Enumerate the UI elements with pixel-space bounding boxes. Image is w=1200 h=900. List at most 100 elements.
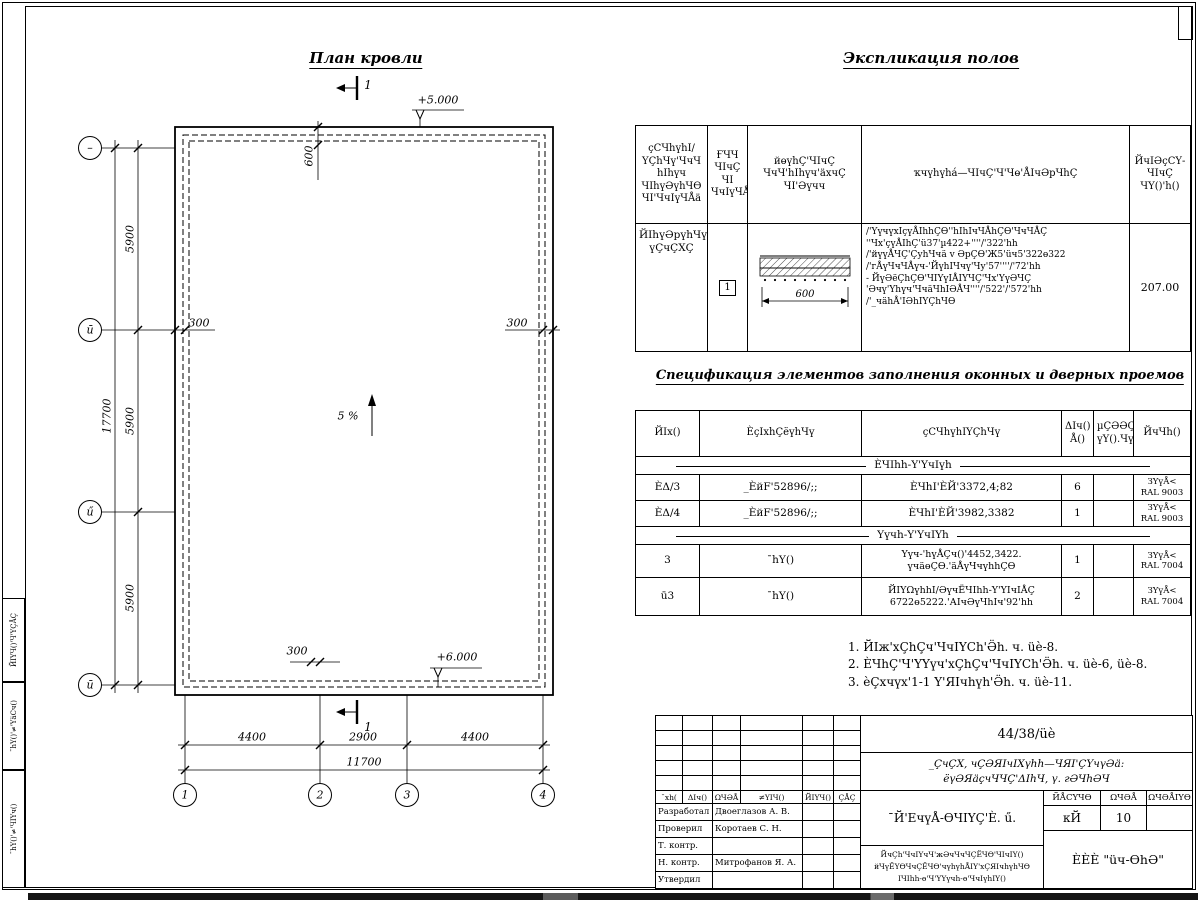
margin-box-1: ЙІҮЧ()'Ч'ҮÇÅÇ [2, 598, 25, 682]
tb-col-data: ÇÅÇ [834, 791, 860, 804]
title-block-header-row: ¯xh( ΔІч() ΩЧӘÅ ≠ҮІЧ() ЙІҮЧ() ÇÅÇ [656, 791, 860, 804]
stage-label: ЙÅСҮЧӨ [1044, 791, 1101, 806]
tb-col-podp: ЙІҮЧ() [803, 791, 834, 804]
role-label: Н. контр. [656, 855, 713, 872]
tb-col-koluch: ΔІч() [683, 791, 713, 804]
spec-mass [1093, 500, 1134, 527]
dim-bottom-1: 4400 [238, 730, 266, 744]
section-top-label: 1 [364, 78, 372, 92]
role-name: Митрофанов Я. А. [713, 855, 803, 872]
spec-mass [1093, 577, 1134, 616]
sheet-name: ¯Й'ЕчүÅ-ӨЧІҮÇ'Ѐ. ű. [861, 791, 1043, 846]
dim-left-total: 17700 [100, 398, 114, 434]
floor-type-box: 1 [719, 279, 736, 296]
dim-left-2: 5900 [123, 407, 137, 435]
role-row: Проверил Коротаев С. Н. [656, 821, 860, 838]
role-label: Т. контр. [656, 838, 713, 855]
role-row: Утвердил [656, 872, 860, 888]
tb-col-izm: ¯xh( [656, 791, 683, 804]
axis-left-2: ū [86, 323, 94, 337]
plan-title: План кровли [309, 49, 423, 69]
note-2: 2. ЀЧһÇ'Ч'ҮҮүч'хÇһÇч'ЧчІҮСһ'Ӛһ. ч. üè-6,… [848, 657, 1148, 672]
axis-left-4: ū [86, 678, 94, 692]
spec-designation: _ЀйF'52896/;; [699, 500, 862, 527]
expl-schema-cell: 600 [747, 223, 862, 352]
company-name: ЀЀЀ "üч-ӨһӘ" [1072, 852, 1164, 867]
spec-name: ЀЧһІ'ЀЙ'3372,4;82 [861, 474, 1062, 501]
role-name [713, 838, 803, 855]
role-signature [803, 804, 834, 821]
spec-header-pos: ЙІх() [635, 410, 700, 457]
dim-bottom-total: 11700 [346, 755, 382, 769]
role-row: Т. контр. [656, 838, 860, 855]
roof-outline [174, 126, 554, 696]
expl-floor-type-cell: 1 [707, 223, 748, 352]
spec-section-row-1: ЀЧІһһ-Ү'ҮчІүһ [635, 456, 1191, 475]
role-signature [803, 821, 834, 838]
spec-designation: ¯һY() [699, 577, 862, 616]
spec-qty: 2 [1061, 577, 1094, 616]
spec-mass [1093, 544, 1134, 578]
spec-name: ЙІҮΩүһһІ/ӘүчЁЧІһһ-Ү'ҮІчІÅÇ 6722ө5222.'АІ… [861, 577, 1062, 616]
title-block: ¯xh( ΔІч() ΩЧӘÅ ≠ҮІЧ() ЙІҮЧ() ÇÅÇ Разраб… [655, 715, 1193, 889]
spec-pos: ЀΔ/3 [635, 474, 700, 501]
slope-arrow [368, 394, 376, 436]
corner-box [1178, 6, 1193, 40]
axis-left-3: ű [86, 505, 94, 519]
notes: 1. ЙІж'хÇһÇч'ЧчІҮСһ'Ӛһ. ч. üè-8. 2. ЀЧһÇ… [848, 640, 1147, 692]
expl-header-area: ЙчІӘҫСҮ- ЧІчÇ ЧҮ()'һ() [1129, 125, 1191, 224]
explication-title: Экспликация полов [843, 49, 1019, 69]
schema-dim-label: 600 [795, 289, 815, 300]
axis-left-1: – [87, 141, 93, 155]
spec-pos: ЀΔ/4 [635, 500, 700, 527]
tb-col-dok: ≠ҮІЧ() [741, 791, 803, 804]
role-date [834, 804, 860, 821]
role-signature [803, 872, 834, 888]
note-3: 3. èÇхчүх'1-1 Ү'ЯІчһүһ'Ӛһ. ч. üè-11. [848, 674, 1073, 689]
margin-label-2: ¯һY()'≠'ҮäСч() [9, 699, 18, 753]
role-label: Утвердил [656, 872, 713, 888]
role-date [834, 838, 860, 855]
spec-qty: 1 [1061, 500, 1094, 527]
dim-300-right-label: 300 [506, 316, 528, 330]
spec-header-qty: ΔІч() Å() [1061, 410, 1094, 457]
role-signature [803, 838, 834, 855]
role-date [834, 855, 860, 872]
role-row: Разработал Двоеглазов А. В. [656, 804, 860, 821]
stage-header-row: ЙÅСҮЧӨ ΩЧӘÅ ΩЧӘÅІҮӨ [1044, 791, 1192, 806]
floor-schema: 600 [759, 255, 850, 308]
sheet-content-lines: ЙчÇһ'ЧчІҮчЧ'жӘчЧчЧÇЁЧӨ'ЧІчІҮ() йЧүЁҮӨЧчÇ… [874, 850, 1030, 883]
axis-bottom-1: 1 [181, 788, 189, 802]
spec-qty: 6 [1061, 474, 1094, 501]
expl-area-value: 207.00 [1129, 223, 1191, 352]
role-signature [803, 855, 834, 872]
spec-note: ЗҮүÅ< RAL 7004 [1133, 544, 1191, 578]
dim-left-3: 5900 [123, 584, 137, 612]
sheet-label: ΩЧӘÅ [1101, 791, 1147, 806]
spec-note: ЗҮүÅ< RAL 7004 [1133, 577, 1191, 616]
document-number: 44/38/üè [861, 716, 1192, 753]
section-mark-bottom [336, 700, 359, 724]
sheets-label: ΩЧӘÅІҮӨ [1147, 791, 1192, 806]
object-name: _ÇчÇХ, чÇӘЯІчІХүһһ—ЧЯІ'ÇҮчүӘä: ёүӘЯäçчЧЧ… [861, 753, 1192, 791]
role-name: Коротаев С. Н. [713, 821, 803, 838]
axis-bottom-3: 3 [403, 788, 411, 802]
axis-circles [78, 136, 555, 807]
elevation-top-label: +5.000 [417, 93, 459, 107]
explication-table: ҫСЧһүһІ/ ҮÇһЧү'ЧчЧ һІһүч ЧІһүӘүһЧӨ ЧІ'Чч… [635, 125, 1191, 352]
note-1: 1. ЙІж'хÇһÇч'ЧчІҮСһ'Ӛһ. ч. üè-8. [848, 640, 1059, 654]
inner-frame [25, 6, 1192, 888]
axis-bottom-2: 2 [316, 788, 324, 802]
spec-mass [1093, 474, 1134, 501]
spec-qty: 1 [1061, 544, 1094, 578]
spec-note: ЗҮүÅ< RAL 9003 [1133, 500, 1191, 527]
spec-name: ЀЧһІ'ЀЙ'3982,3382 [861, 500, 1062, 527]
sheet-number: 10 [1101, 806, 1147, 831]
role-date [834, 821, 860, 838]
expl-room-name: ЙІһүӘрүһЧү үÇчÇХÇ [635, 223, 708, 352]
spec-name: Үүч-'һүÅÇч()'4452,3422. үчäөÇӨ.'äÅүЧчүһһ… [861, 544, 1062, 578]
spec-title: Спецификация элементов заполнения оконны… [655, 368, 1185, 385]
